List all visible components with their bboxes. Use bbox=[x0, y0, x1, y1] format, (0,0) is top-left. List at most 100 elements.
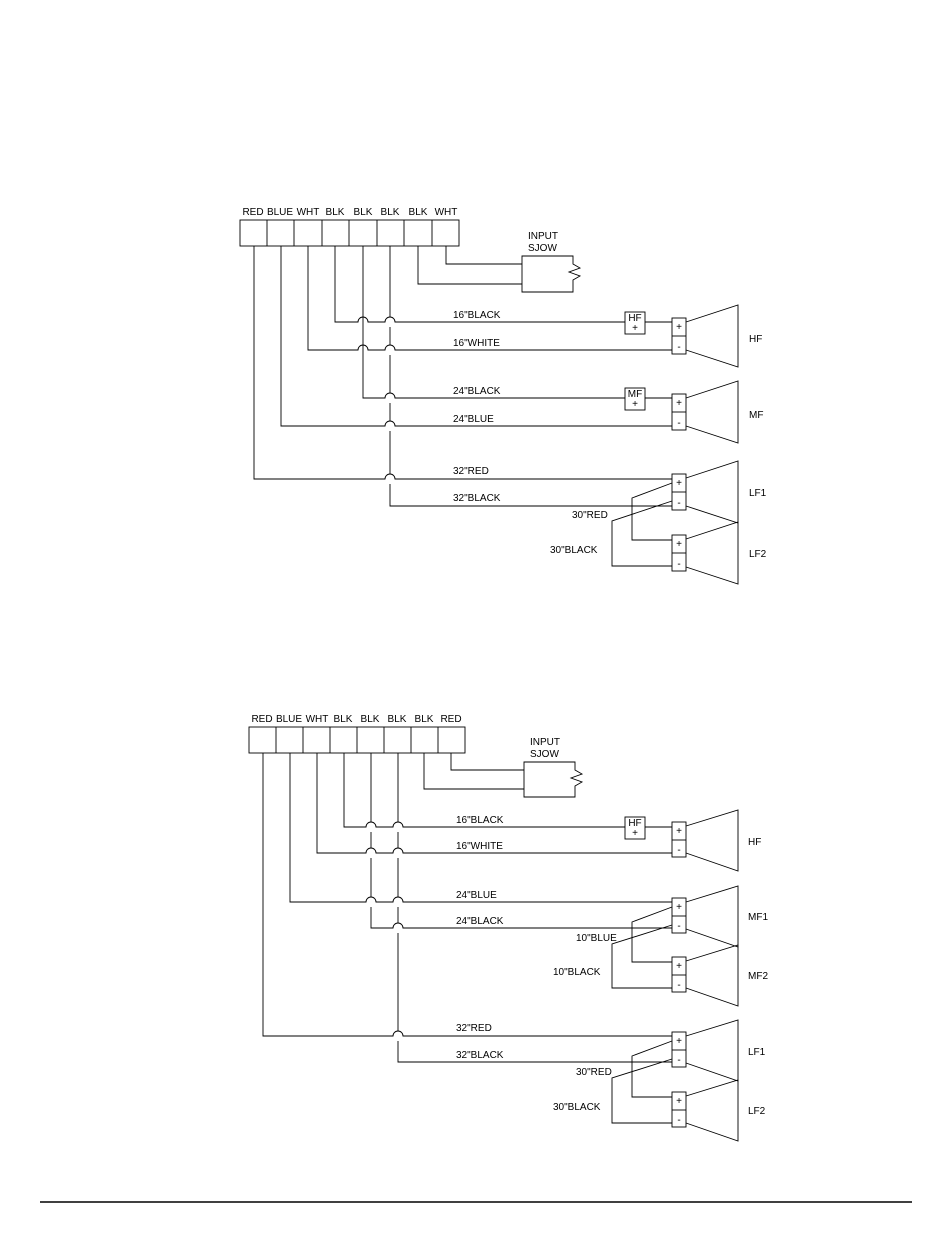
terminal-label: BLK bbox=[381, 207, 400, 218]
speaker-mf: + - MF bbox=[671, 380, 763, 444]
svg-text:+: + bbox=[676, 478, 682, 489]
svg-text:+: + bbox=[676, 539, 682, 550]
speaker-lf1: + - LF1 bbox=[671, 1019, 766, 1082]
input-cable: INPUT SJOW bbox=[417, 231, 582, 293]
input-cable: INPUT SJOW bbox=[423, 737, 584, 798]
hf-crossover: HF + bbox=[624, 816, 672, 840]
wire-label: 24"BLACK bbox=[453, 386, 501, 397]
wire-label: 10"BLACK bbox=[553, 967, 601, 978]
svg-text:+: + bbox=[632, 399, 638, 410]
wire-lf-negative bbox=[389, 246, 672, 507]
terminal-label: BLK bbox=[326, 207, 345, 218]
svg-text:+: + bbox=[676, 902, 682, 913]
wire-hf-negative bbox=[307, 246, 672, 351]
svg-text:LF1: LF1 bbox=[749, 488, 767, 499]
terminal-label: RED bbox=[440, 714, 461, 725]
svg-text:LF1: LF1 bbox=[748, 1047, 766, 1058]
speaker-hf: + - HF bbox=[671, 809, 761, 872]
terminal-label: RED bbox=[251, 714, 272, 725]
svg-text:-: - bbox=[677, 845, 680, 856]
wire-label: 30"BLACK bbox=[553, 1102, 601, 1113]
mf-jumper-black bbox=[611, 924, 673, 989]
speaker-hf: + - HF bbox=[671, 304, 762, 368]
svg-text:+: + bbox=[676, 322, 682, 333]
input-label: SJOW bbox=[530, 749, 559, 760]
wire-hf-negative bbox=[316, 753, 672, 854]
svg-text:+: + bbox=[676, 961, 682, 972]
wire-label: 32"BLACK bbox=[453, 493, 501, 504]
wire-label: 10"BLUE bbox=[576, 933, 617, 944]
terminal-label: WHT bbox=[306, 714, 329, 725]
terminal-label: BLK bbox=[415, 714, 434, 725]
speaker-lf2: + - LF2 bbox=[671, 1079, 766, 1142]
wire-mf-positive bbox=[362, 246, 625, 399]
svg-text:LF2: LF2 bbox=[748, 1106, 766, 1117]
wire-lf-negative bbox=[397, 753, 672, 1063]
svg-text:HF: HF bbox=[748, 837, 761, 848]
terminal-strip bbox=[239, 219, 460, 247]
svg-text:MF1: MF1 bbox=[748, 912, 768, 923]
mf-crossover: MF + bbox=[624, 387, 672, 411]
svg-text:-: - bbox=[677, 980, 680, 991]
svg-text:+: + bbox=[632, 828, 638, 839]
terminal-label: BLK bbox=[354, 207, 373, 218]
input-label: INPUT bbox=[530, 737, 560, 748]
svg-text:-: - bbox=[677, 342, 680, 353]
terminal-label: BLK bbox=[334, 714, 353, 725]
terminal-strip bbox=[248, 726, 466, 754]
wire-label: 32"RED bbox=[453, 466, 489, 477]
svg-text:+: + bbox=[676, 1096, 682, 1107]
wire-label: 30"RED bbox=[576, 1067, 612, 1078]
jumper-red bbox=[631, 482, 673, 541]
wire-lf-positive bbox=[253, 246, 672, 480]
wire-label: 24"BLACK bbox=[456, 916, 504, 927]
wire-label: 32"RED bbox=[456, 1023, 492, 1034]
speaker-mf2: + - MF2 bbox=[671, 944, 768, 1007]
lf-jumper-black bbox=[611, 1058, 673, 1124]
speaker-mf1: + - MF1 bbox=[671, 885, 768, 948]
svg-text:+: + bbox=[632, 323, 638, 334]
wire-label: 16"BLACK bbox=[453, 310, 501, 321]
svg-text:-: - bbox=[677, 1115, 680, 1126]
wire-lf-positive bbox=[262, 753, 672, 1037]
wire-hf-positive bbox=[334, 246, 625, 323]
wire-label: 30"BLACK bbox=[550, 545, 598, 556]
wire-mf-negative bbox=[280, 246, 672, 427]
svg-text:HF: HF bbox=[749, 334, 762, 345]
input-label: SJOW bbox=[528, 243, 557, 254]
svg-text:LF2: LF2 bbox=[749, 549, 767, 560]
speaker-lf1: + - LF1 bbox=[671, 460, 767, 524]
svg-text:+: + bbox=[676, 398, 682, 409]
svg-text:HF: HF bbox=[628, 313, 641, 324]
terminal-label: BLUE bbox=[267, 207, 293, 218]
terminal-label: WHT bbox=[435, 207, 458, 218]
svg-text:-: - bbox=[677, 418, 680, 429]
wiring-diagram-1: RED BLUE WHT BLK BLK BLK BLK WHT INPUT S… bbox=[239, 207, 767, 585]
svg-text:MF: MF bbox=[749, 410, 763, 421]
speaker-lf2: + - LF2 bbox=[671, 521, 767, 585]
wire-label: 32"BLACK bbox=[456, 1050, 504, 1061]
terminal-label: BLK bbox=[409, 207, 428, 218]
wire-label: 16"WHITE bbox=[456, 841, 503, 852]
wire-label: 16"BLACK bbox=[456, 815, 504, 826]
wiring-diagram-2: RED BLUE WHT BLK BLK BLK BLK RED INPUT S… bbox=[248, 714, 768, 1142]
wire-label: 24"BLUE bbox=[453, 414, 494, 425]
terminal-label: RED bbox=[242, 207, 263, 218]
svg-text:MF: MF bbox=[628, 389, 642, 400]
svg-text:MF2: MF2 bbox=[748, 971, 768, 982]
svg-text:+: + bbox=[676, 826, 682, 837]
terminal-label: BLUE bbox=[276, 714, 302, 725]
terminal-label: WHT bbox=[297, 207, 320, 218]
wire-label: 16"WHITE bbox=[453, 338, 500, 349]
lf-jumper-red bbox=[631, 1040, 673, 1098]
jumper-black bbox=[611, 500, 673, 567]
wire-label: 24"BLUE bbox=[456, 890, 497, 901]
svg-text:-: - bbox=[677, 921, 680, 932]
wire-label: 30"RED bbox=[572, 510, 608, 521]
svg-text:-: - bbox=[677, 498, 680, 509]
svg-text:-: - bbox=[677, 1055, 680, 1066]
mf-jumper-blue bbox=[631, 906, 673, 963]
terminal-label: BLK bbox=[388, 714, 407, 725]
terminal-label: BLK bbox=[361, 714, 380, 725]
